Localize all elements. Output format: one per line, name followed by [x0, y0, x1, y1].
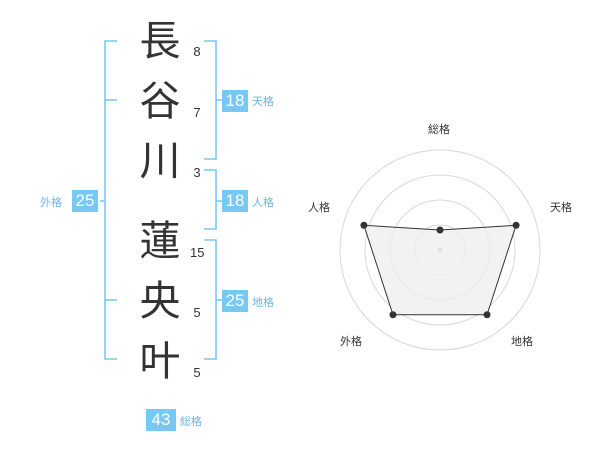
name-char-2: 谷 [139, 77, 181, 125]
name-char-4: 蓮 [139, 217, 181, 265]
radar-point-3 [483, 311, 491, 319]
radar-score-polygon [363, 224, 517, 316]
jinkaku-label: 人格 [252, 196, 274, 209]
name-char-5: 央 [139, 277, 181, 325]
radar-label-soukaku: 総格 [428, 123, 450, 136]
radar-label-chikaku: 地格 [511, 335, 533, 348]
stroke-count-2: 7 [193, 105, 201, 120]
radar-point-1 [436, 226, 444, 234]
stroke-count-6: 5 [193, 365, 201, 380]
stroke-count-1: 8 [193, 44, 201, 59]
name-char-1: 長 [139, 17, 181, 65]
gaikaku-label: 外格 [40, 196, 62, 209]
stroke-count-5: 5 [193, 305, 201, 320]
tenkaku-badge: 18 [222, 90, 248, 112]
stroke-count-3: 3 [193, 165, 201, 180]
radar-point-4 [389, 311, 397, 319]
name-char-6: 叶 [139, 337, 181, 385]
chikaku-badge: 25 [222, 290, 248, 312]
stroke-count-4: 15 [190, 245, 205, 260]
soukaku-label: 総格 [180, 415, 202, 428]
radar-ring [339, 149, 541, 351]
radar-label-tenkaku: 天格 [550, 201, 572, 214]
tenkaku-label: 天格 [252, 95, 274, 108]
chikaku-label: 地格 [252, 296, 274, 309]
radar-label-jinkaku: 人格 [308, 201, 330, 214]
name-char-3: 川 [139, 137, 181, 185]
gaikaku-badge: 25 [72, 190, 98, 212]
soukaku-badge: 43 [146, 409, 176, 431]
radar-ring [364, 174, 516, 326]
radar-point-5 [360, 221, 368, 229]
jinkaku-badge: 18 [222, 190, 248, 212]
radar-label-gaikaku: 外格 [340, 335, 362, 348]
radar-point-2 [512, 221, 520, 229]
